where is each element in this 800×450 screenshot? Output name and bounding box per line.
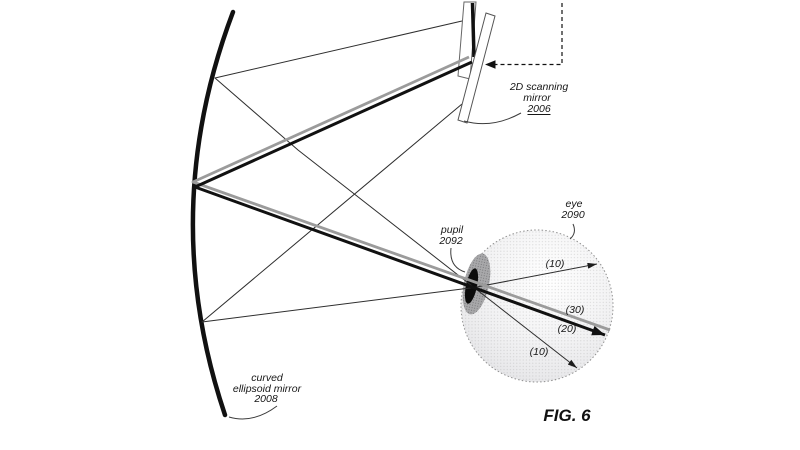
label-angle-top: (10) <box>546 258 565 270</box>
figure-caption: FIG. 6 <box>543 406 591 425</box>
leader-pupil <box>450 247 466 273</box>
leader-eye <box>569 223 575 240</box>
label-ellipsoid-mirror-line1: curved <box>251 372 284 384</box>
scanning-mirror-face <box>470 2 476 58</box>
label-ellipsoid-mirror-ref: 2008 <box>253 393 278 405</box>
label-pupil-ref: 2092 <box>438 235 463 247</box>
label-angle-bottom: (10) <box>530 346 549 358</box>
beam-gray <box>191 55 611 332</box>
scanning-mirror-tilted-outline <box>457 12 496 124</box>
label-scanning-mirror-line1: 2D scanning <box>509 81 569 93</box>
label-eye-name: eye <box>566 198 583 210</box>
label-angle-black-beam: (20) <box>558 323 577 335</box>
leader-scanning-mirror <box>463 112 522 125</box>
eye-halftone-texture <box>461 230 613 382</box>
scan-ray-upper <box>214 20 578 369</box>
label-angle-gray-beam: (30) <box>566 304 585 316</box>
curved-ellipsoid-mirror <box>190 9 236 418</box>
scan-ray-lower <box>201 103 598 323</box>
label-pupil-name: pupil <box>440 224 464 236</box>
leader-ellipsoid-mirror <box>228 405 278 420</box>
label-scanning-mirror-ref: 2006 <box>526 103 551 115</box>
scan-control-arrowhead <box>485 60 496 69</box>
scan-control-dashed-line <box>495 3 563 66</box>
label-scanning-mirror-line2: mirror <box>523 92 551 104</box>
label-ellipsoid-mirror-line2: ellipsoid mirror <box>233 383 302 395</box>
label-eye-ref: 2090 <box>560 209 585 221</box>
beam-black <box>193 60 606 337</box>
